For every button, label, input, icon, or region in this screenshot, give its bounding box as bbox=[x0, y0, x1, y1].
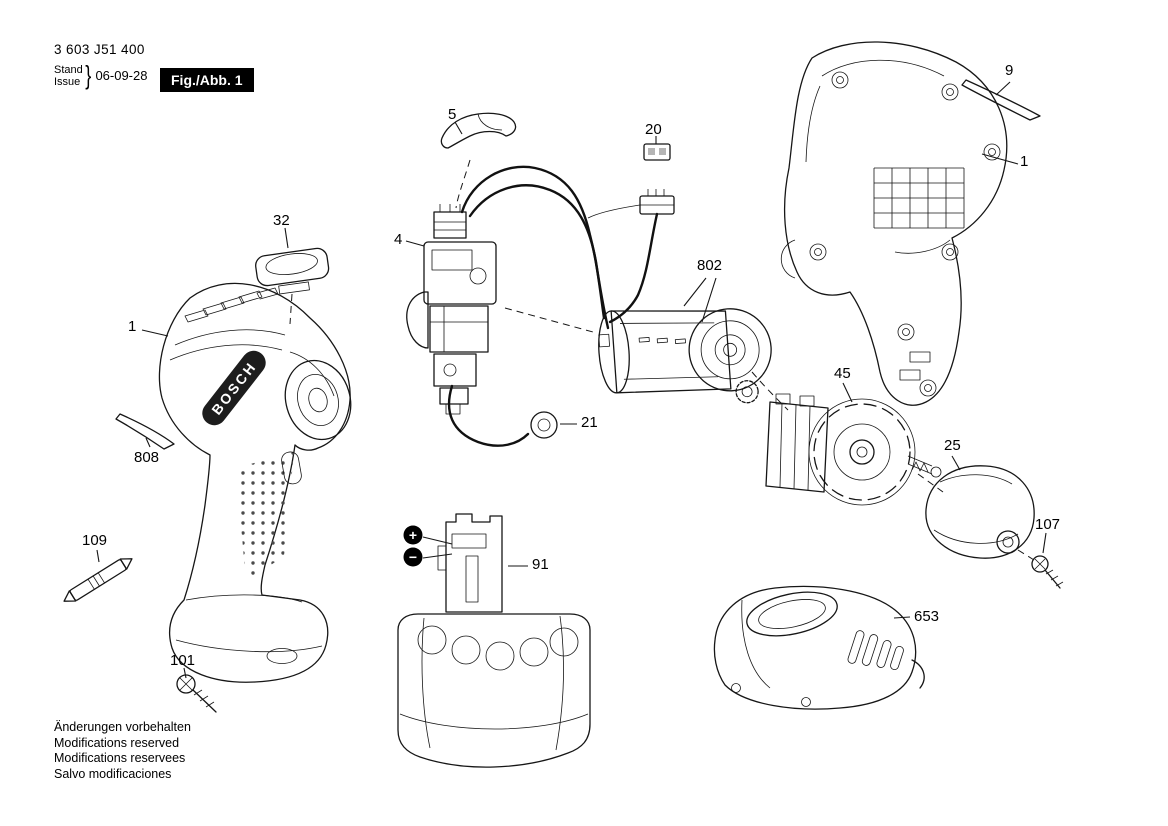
screw-part-101 bbox=[176, 674, 217, 713]
part-label-32: 32 bbox=[273, 212, 290, 229]
part-number: 3 603 J51 400 bbox=[54, 42, 145, 57]
part-label-101: 101 bbox=[170, 652, 196, 669]
clip-part-20 bbox=[643, 136, 671, 161]
part-label-802: 802 bbox=[697, 257, 723, 274]
bit-part-109 bbox=[63, 558, 133, 602]
brand-logo: BOSCH bbox=[208, 358, 259, 418]
motor-part-802 bbox=[598, 308, 772, 404]
wiring-harness bbox=[447, 165, 659, 447]
part-label-1-right: 1 bbox=[1020, 153, 1029, 170]
issue-label: Issue bbox=[54, 75, 81, 88]
part-label-1-left: 1 bbox=[128, 318, 137, 335]
grip-texture bbox=[236, 452, 294, 582]
part-label-45: 45 bbox=[834, 365, 851, 382]
part-label-4: 4 bbox=[394, 231, 403, 248]
screw-part-107 bbox=[1031, 555, 1064, 589]
cap-part-5 bbox=[440, 112, 517, 149]
footer-line-es: Salvo modificaciones bbox=[54, 766, 172, 781]
stand-label: Stand bbox=[54, 63, 83, 76]
brand-band: BOSCH bbox=[202, 350, 266, 426]
charger-base-part-653 bbox=[713, 585, 925, 710]
minus-symbol: − bbox=[409, 549, 417, 565]
battery-pack-part-91 bbox=[397, 513, 591, 768]
footer-line-en: Modifications reserved bbox=[54, 735, 180, 750]
harness-connector bbox=[639, 189, 675, 215]
part-label-808: 808 bbox=[134, 449, 160, 466]
footer-line-de: Änderungen vorbehalten bbox=[54, 720, 191, 734]
button-part-32 bbox=[255, 247, 330, 295]
housing-shell-right bbox=[780, 41, 1019, 406]
footer-notice: Änderungen vorbehalten Modifications res… bbox=[54, 720, 191, 782]
housing-shell-left: BOSCH bbox=[141, 282, 352, 683]
part-label-653: 653 bbox=[914, 608, 940, 625]
gearbox-part-45 bbox=[765, 382, 942, 506]
switch-assembly-part-4 bbox=[405, 204, 497, 415]
issue-labels: Stand Issue bbox=[54, 64, 83, 88]
issue-block: Stand Issue } 06-09-28 bbox=[54, 60, 147, 91]
grommet-part-21 bbox=[530, 411, 577, 439]
issue-date: 06-09-28 bbox=[95, 68, 148, 83]
brace-glyph: } bbox=[85, 60, 92, 90]
part-label-21: 21 bbox=[581, 414, 598, 431]
plus-icon bbox=[403, 525, 423, 545]
footer-line-fr: Modifications reservees bbox=[54, 751, 186, 765]
blade-part-808 bbox=[115, 413, 175, 450]
part-label-5: 5 bbox=[448, 106, 457, 123]
part-label-9: 9 bbox=[1005, 62, 1014, 79]
part-label-109: 109 bbox=[82, 532, 108, 549]
part-label-20: 20 bbox=[645, 121, 662, 138]
trigger bbox=[281, 451, 302, 485]
part-label-25: 25 bbox=[944, 437, 961, 454]
part-label-91: 91 bbox=[532, 556, 549, 573]
minus-icon bbox=[403, 547, 423, 567]
blade-part-9 bbox=[961, 79, 1041, 121]
plus-symbol: + bbox=[409, 527, 417, 543]
part-label-107: 107 bbox=[1035, 516, 1061, 533]
figure-label: Fig./Abb. 1 bbox=[160, 68, 254, 92]
chuck-part-25 bbox=[925, 455, 1035, 559]
battery-polarity-badges: + − bbox=[403, 525, 453, 567]
